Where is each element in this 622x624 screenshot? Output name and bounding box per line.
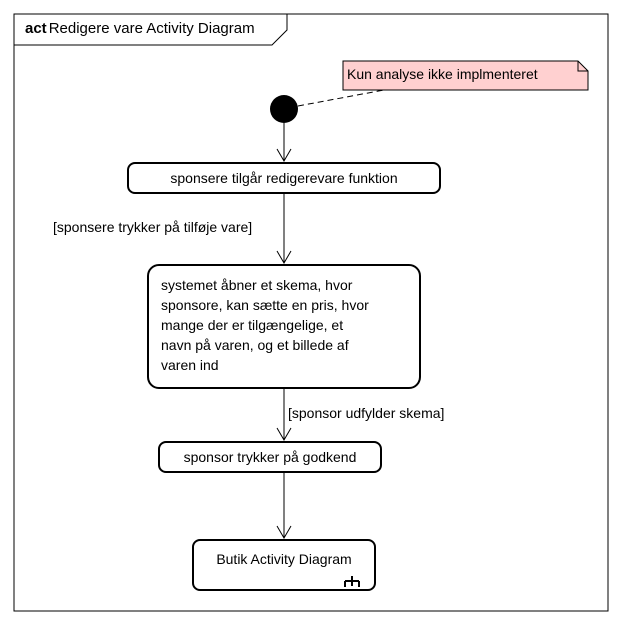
action-2-label: systemet åbner et skema, hvor sponsore, … [161,275,416,375]
arrowhead [276,427,292,441]
rake-icon [344,576,360,587]
frame-title-tab [14,14,288,46]
call-behavior-label: Butik Activity Diagram [216,551,352,567]
diagram-frame [13,13,609,612]
note-shape [342,60,589,91]
arrowhead [276,525,292,539]
action-2-line: mange der er tilgængelige, et [161,317,344,333]
action-node-3[interactable] [158,441,382,473]
frame-keyword: act [25,20,47,37]
action-2-line: sponsore, kan sætte en pris, hvor [161,297,369,313]
arrowhead [276,148,292,162]
initial-node[interactable] [270,95,298,123]
guard-2-label: [sponsor udfylder skema] [288,405,445,421]
action-2-line: systemet åbner et skema, hvor [161,277,353,293]
action-1-label: sponsere tilgår redigerevare funktion [170,170,398,186]
note-fold [577,61,588,72]
guard-1-label: [sponsere trykker på tilføje vare] [53,219,253,235]
action-3-label: sponsor trykker på godkend [183,449,357,465]
arrowhead [276,250,292,264]
note-text: Kun analyse ikke implmenteret [347,66,538,82]
note-anchor [297,89,385,107]
action-2-line: varen ind [161,357,219,373]
action-2-line: navn på varen, og et billede af [161,337,349,353]
call-behavior-node[interactable] [192,539,376,591]
frame-title-text: Redigere vare Activity Diagram [48,20,255,37]
